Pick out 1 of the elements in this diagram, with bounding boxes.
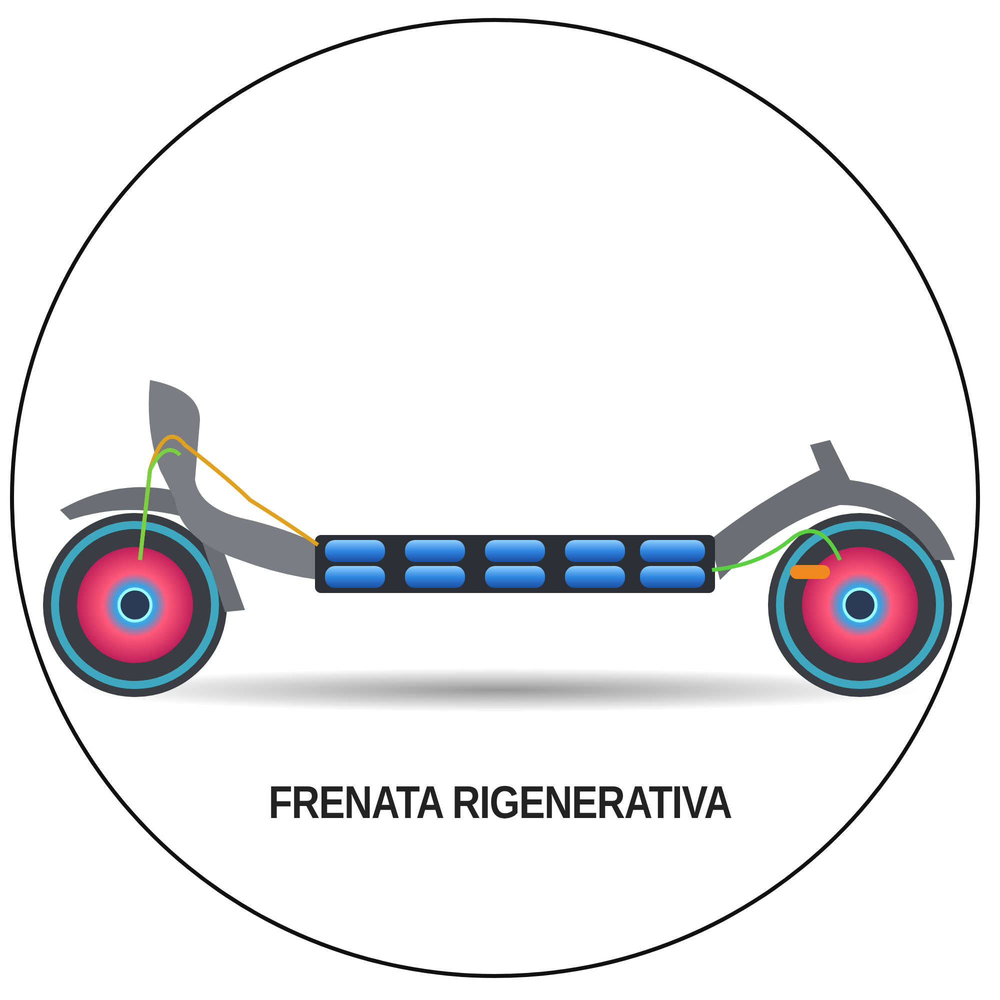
caption: FRENATA RIGENERATIVA	[267, 775, 733, 829]
